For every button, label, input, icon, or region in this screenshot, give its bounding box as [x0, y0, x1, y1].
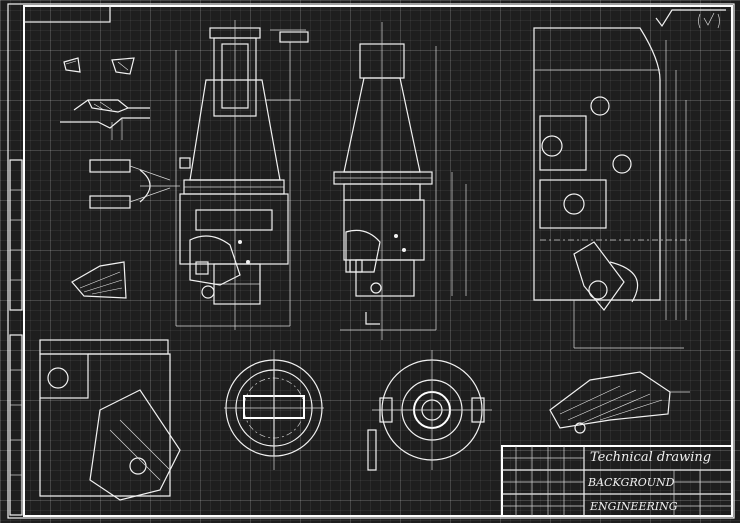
- tool-holder-center: [333, 22, 467, 340]
- title-block-heading: Technical drawing: [590, 450, 712, 465]
- surface-roughness-symbol: [655, 9, 726, 29]
- tool-insert-sketches: [60, 57, 171, 299]
- title-block-line-engineering: ENGINEERING: [590, 500, 678, 513]
- right-side-section-view: [533, 27, 690, 349]
- title-block-line-background: BACKGROUND: [588, 476, 675, 489]
- cutter-exploded-view: [549, 371, 690, 434]
- bottom-left-detail-view: [39, 339, 181, 501]
- flange-end-view: [367, 350, 492, 471]
- collet-end-view: [224, 350, 324, 470]
- tool-holder-left: [140, 20, 309, 330]
- sheet-frame: [7, 3, 735, 519]
- title-block: [501, 445, 733, 517]
